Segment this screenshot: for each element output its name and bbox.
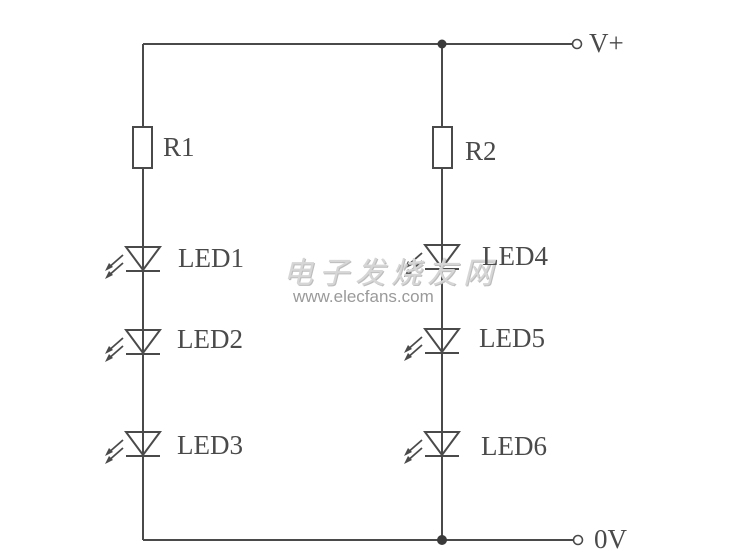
label-0v: 0V [594, 524, 627, 554]
label-led5: LED5 [479, 323, 545, 353]
watermark-url: www.elecfans.com [293, 287, 434, 306]
led2-symbol [104, 327, 164, 363]
junction-dot-top [437, 39, 447, 49]
label-led3: LED3 [177, 430, 243, 460]
watermark-chinese: 电子发烧友网 [283, 256, 499, 291]
label-led6: LED6 [481, 431, 547, 461]
label-r2: R2 [465, 136, 497, 166]
label-vplus: V+ [589, 28, 624, 58]
label-r1: R1 [163, 132, 195, 162]
led6-symbol [403, 429, 463, 465]
label-led2: LED2 [177, 324, 243, 354]
junction-dot-bottom [437, 535, 447, 545]
resistor-r1-symbol [132, 126, 153, 169]
label-led4: LED4 [482, 241, 548, 271]
terminal-vplus-icon [571, 38, 583, 50]
led3-symbol [104, 429, 164, 465]
label-led1: LED1 [178, 243, 244, 273]
led1-symbol [104, 244, 164, 280]
led5-symbol [403, 326, 463, 362]
terminal-0v-icon [572, 534, 584, 546]
resistor-r2-symbol [432, 126, 453, 169]
